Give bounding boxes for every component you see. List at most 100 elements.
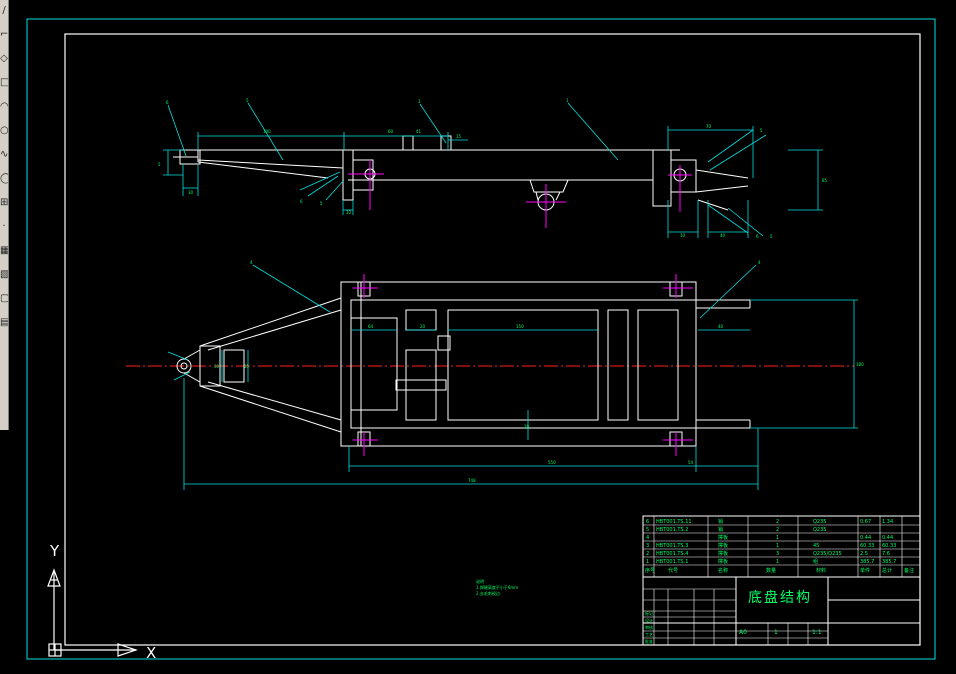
sheet-qty-value: 1 <box>774 629 778 636</box>
svg-text:6: 6 <box>166 100 169 105</box>
part-name: 撑板 <box>718 550 728 557</box>
svg-text:5: 5 <box>158 162 161 167</box>
drawing-canvas[interactable]: 100 60 4 1 1 5 5 30 10 70 85 10 40 6 5 3 1… <box>8 0 956 674</box>
polyline-icon[interactable]: ⌐ <box>0 29 8 40</box>
svg-text:25: 25 <box>244 364 250 369</box>
svg-text:4: 4 <box>250 260 253 265</box>
ucs-x-label: X <box>146 644 156 662</box>
svg-text:5: 5 <box>770 234 773 239</box>
part-w1: 60.33 <box>860 543 874 549</box>
part-material: Q235/Q235 <box>813 551 842 557</box>
table-icon[interactable]: ▤ <box>0 317 8 328</box>
svg-text:40: 40 <box>718 324 724 329</box>
header-code: 代号 <box>668 567 678 574</box>
svg-text:60: 60 <box>388 129 394 134</box>
svg-text:40: 40 <box>720 233 726 238</box>
part-w1: 0.44 <box>860 535 871 541</box>
part-code: HBT001.TS.3 <box>656 543 688 549</box>
part-num: 3 <box>646 543 649 549</box>
ellipse-icon[interactable]: ◯ <box>0 173 8 184</box>
header-name: 名称 <box>718 567 728 574</box>
svg-text:70: 70 <box>706 124 712 129</box>
svg-text:5: 5 <box>760 128 763 133</box>
part-w2: 60.33 <box>882 543 896 549</box>
scale-value: 1:1 <box>812 629 822 636</box>
part-material: 组 <box>813 558 818 565</box>
part-name: 销 <box>718 518 723 525</box>
part-qty: 1 <box>776 535 779 541</box>
point-icon[interactable]: · <box>2 221 6 232</box>
svg-text:10: 10 <box>524 424 530 429</box>
part-name: 撑板 <box>718 542 728 549</box>
part-code: HBT001.TS.2 <box>656 527 688 533</box>
header-num: 序号 <box>645 567 655 574</box>
spline-icon[interactable]: ∿ <box>0 149 8 160</box>
part-code: HBT001.TS.11 <box>656 519 692 525</box>
header-qty: 数量 <box>766 567 776 574</box>
part-qty: 3 <box>776 551 779 557</box>
part-qty: 2 <box>776 519 779 525</box>
svg-text:150: 150 <box>516 324 524 329</box>
gradient-icon[interactable]: ▧ <box>0 269 8 280</box>
svg-text:85: 85 <box>822 178 828 183</box>
drawing-title: 底盘结构 <box>748 589 812 606</box>
part-w1: 2.5 <box>860 551 868 557</box>
part-material: Q235 <box>813 527 826 533</box>
part-material: 45 <box>813 543 819 549</box>
insert-block-icon[interactable]: ⊞ <box>0 197 8 208</box>
part-num: 2 <box>646 551 649 557</box>
svg-text:5: 5 <box>320 201 323 206</box>
ucs-y-label: Y <box>49 542 60 560</box>
svg-text:10: 10 <box>680 233 686 238</box>
side-view-dimensions <box>163 102 823 238</box>
part-num: 1 <box>646 559 649 565</box>
part-code: HBT001.TS.4 <box>656 551 688 557</box>
part-qty: 2 <box>776 527 779 533</box>
rectangle-icon[interactable]: □ <box>0 77 8 88</box>
part-num: 4 <box>646 535 649 541</box>
notes-title: 说明 <box>476 578 484 584</box>
header-material: 材料 <box>816 567 826 574</box>
cad-drawing: 100 60 4 1 1 5 5 30 10 70 85 10 40 6 5 3 1… <box>26 18 936 662</box>
svg-text:5: 5 <box>246 98 249 103</box>
svg-text:748: 748 <box>468 478 476 483</box>
header-w2: 总计 <box>882 567 892 574</box>
svg-text:6: 6 <box>300 199 303 204</box>
part-name: 撑板 <box>718 534 728 541</box>
plan-view-dim-text: 748 550 54 180 64 150 20 40 10 30 25 4 4 <box>214 260 864 483</box>
plan-view-centermarks <box>353 274 693 456</box>
side-view <box>173 135 749 211</box>
technical-notes: 说明 1.焊缝高度不小于6mm 2.去毛刺锐边 <box>476 578 518 596</box>
svg-text:4: 4 <box>758 260 761 265</box>
scale-row: A0 1 1:1 <box>739 629 822 636</box>
svg-text:550: 550 <box>548 460 556 465</box>
polygon-icon[interactable]: ◇ <box>0 53 8 64</box>
part-num: 5 <box>646 527 649 533</box>
svg-text:100: 100 <box>263 129 271 134</box>
circle-icon[interactable]: ○ <box>0 125 8 136</box>
svg-text:30: 30 <box>214 364 220 369</box>
region-icon[interactable]: ▢ <box>0 293 8 304</box>
part-w2: 7.6 <box>882 551 890 557</box>
signature-label: 审核 <box>645 624 653 630</box>
svg-text:64: 64 <box>368 324 374 329</box>
signature-label: 工艺 <box>645 632 653 637</box>
side-view-dim-text: 100 60 41 15 5 30 10 70 85 10 40 6 5 3 1… <box>158 98 828 239</box>
signature-label: 设计 <box>645 617 653 623</box>
line-icon[interactable]: / <box>2 5 6 16</box>
notes-line-1: 1.焊缝高度不小于6mm <box>476 584 518 590</box>
svg-text:1: 1 <box>566 98 569 103</box>
arc-icon[interactable]: ◠ <box>0 101 8 112</box>
notes-line-2: 2.去毛刺锐边 <box>476 590 500 596</box>
parts-header: 序号 代号 名称 数量 材料 单件 总计 备注 <box>645 567 914 574</box>
part-material: Q235 <box>813 519 826 525</box>
plan-view-dimensions <box>167 264 858 490</box>
plan-view <box>176 281 751 447</box>
hatch-icon[interactable]: ▦ <box>0 245 8 256</box>
header-w1: 单件 <box>860 567 870 574</box>
part-w2: 0.44 <box>882 535 893 541</box>
svg-text:10: 10 <box>346 210 352 215</box>
part-w1: 385.7 <box>860 559 874 565</box>
part-w2: 1.34 <box>882 519 893 525</box>
